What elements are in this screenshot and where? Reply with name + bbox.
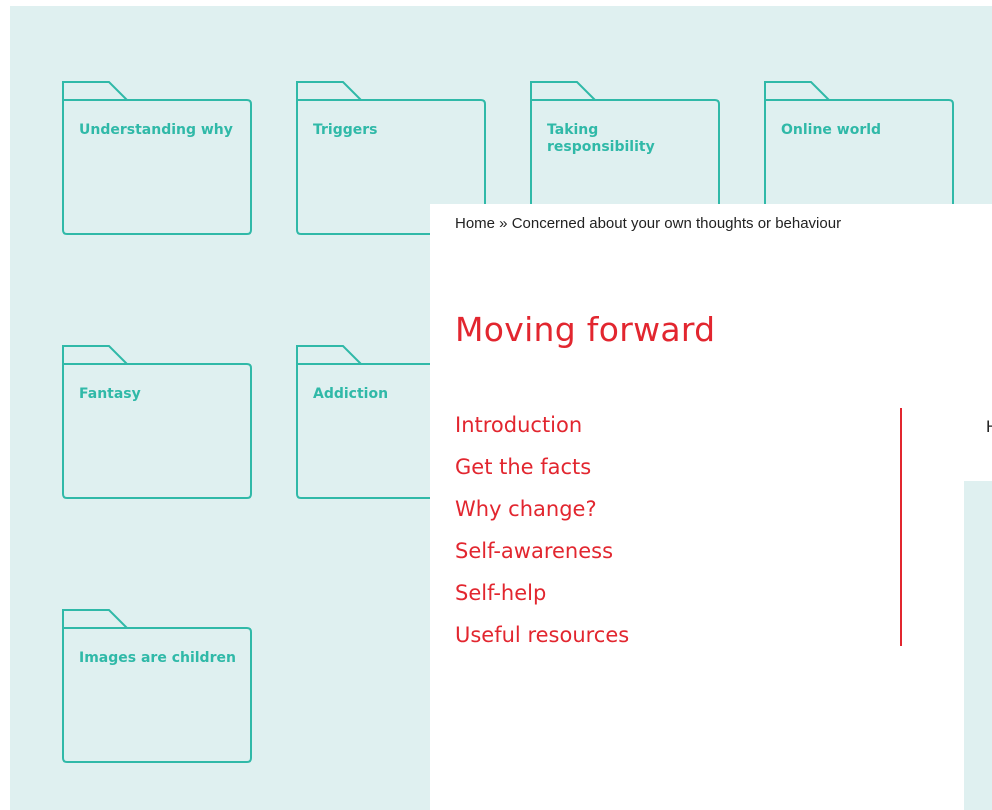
folder-fantasy[interactable]: Fantasy	[61, 344, 253, 500]
folder-label: Understanding why	[79, 122, 233, 138]
nav-link-introduction[interactable]: Introduction	[455, 413, 583, 437]
nav-link-useful-resources[interactable]: Useful resources	[455, 623, 630, 647]
content-panel: Home » Concerned about your own thoughts…	[430, 204, 992, 810]
folder-understanding-why[interactable]: Understanding why	[61, 80, 253, 236]
folder-label: Triggers	[313, 122, 378, 138]
nav-divider	[900, 408, 902, 646]
nav-link-self-help[interactable]: Self-help	[455, 581, 547, 605]
section-nav: Introduction Get the facts Why change? S…	[455, 404, 629, 656]
folder-label: Addiction	[313, 386, 389, 402]
nav-link-get-the-facts[interactable]: Get the facts	[455, 455, 592, 479]
folder-label: Online world	[781, 122, 882, 138]
folder-label: Taking responsibility	[547, 122, 655, 155]
nav-link-why-change[interactable]: Why change?	[455, 497, 597, 521]
folder-label: Fantasy	[79, 386, 141, 402]
side-panel-box	[964, 481, 992, 810]
folder-icon	[62, 345, 252, 499]
folder-images-are-children[interactable]: Images are children	[61, 608, 253, 764]
breadcrumb[interactable]: Home » Concerned about your own thoughts…	[455, 215, 842, 232]
truncated-text: H	[986, 417, 992, 437]
folder-icon	[62, 81, 252, 235]
page-title: Moving forward	[455, 310, 716, 349]
folder-label: Images are children	[79, 650, 236, 666]
nav-link-self-awareness[interactable]: Self-awareness	[455, 539, 614, 563]
folder-icon	[62, 609, 252, 763]
